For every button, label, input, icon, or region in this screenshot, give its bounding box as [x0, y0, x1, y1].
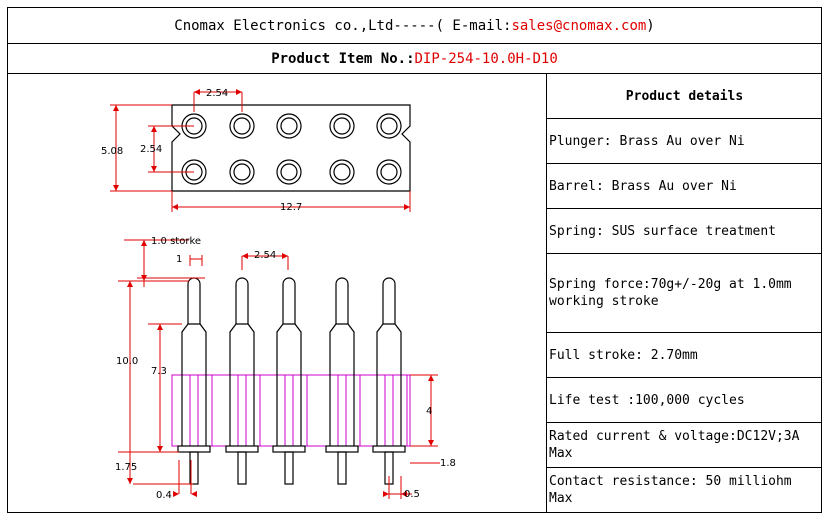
dim-pitch: 2.54 — [254, 250, 276, 261]
product-details-table: Product details Plunger: Brass Au over N… — [546, 74, 822, 512]
hole-outer — [229, 159, 255, 185]
side-view: 1.0 storke 1 2.54 10.0 7.3 4 1.75 0.4 1.… — [115, 236, 456, 501]
pogo-pin — [177, 277, 213, 485]
dim-pin-dia: 0.4 — [156, 490, 172, 501]
hole-outer — [376, 159, 402, 185]
detail-life-test: Life test :100,000 cycles — [547, 378, 822, 423]
hole-outer — [376, 113, 402, 139]
plunger — [335, 277, 349, 324]
dim-total-height: 10.0 — [116, 356, 138, 367]
detail-spring: Spring: SUS surface treatment — [547, 209, 822, 254]
header-close: ) — [646, 17, 655, 34]
item-row: Product Item No.: DIP-254-10.0H-D10 — [7, 44, 822, 74]
dim-height: 5.08 — [101, 146, 123, 157]
dim-body-height: 7.3 — [151, 366, 167, 377]
dim-width: 12.7 — [280, 202, 302, 213]
pogo-pin — [325, 277, 361, 485]
header-dashes: ----- — [393, 17, 436, 34]
barrel — [376, 323, 402, 446]
drawing-svg: 2.54 2.54 5.08 12.7 — [101, 88, 456, 501]
hole-inner — [233, 117, 251, 135]
hole-inner — [380, 163, 398, 181]
technical-drawing: 2.54 2.54 5.08 12.7 — [8, 74, 545, 512]
plunger — [282, 277, 296, 324]
details-title: Product details — [547, 74, 822, 119]
email-label: ( E-mail: — [435, 17, 512, 34]
dim-pitch-x: 2.54 — [206, 88, 228, 99]
hole-outer — [276, 113, 302, 139]
tail — [237, 451, 247, 485]
hole-inner — [380, 117, 398, 135]
hole-inner — [333, 117, 351, 135]
hole-outer — [329, 159, 355, 185]
dim-tip: 1 — [176, 254, 182, 265]
email-address[interactable]: sales@cnomax.com — [511, 17, 647, 34]
dim-tail-length: 1.75 — [115, 462, 137, 473]
dim-stroke: 1.0 storke — [151, 236, 201, 247]
company-name: Cnomax Electronics co.,Ltd — [174, 17, 394, 34]
tail — [284, 451, 294, 485]
item-code: DIP-254-10.0H-D10 — [414, 50, 558, 67]
hole-outer — [329, 113, 355, 139]
item-label: Product Item No.: — [271, 50, 415, 67]
detail-plunger: Plunger: Brass Au over Ni — [547, 119, 822, 164]
plunger — [382, 277, 396, 324]
barrel — [229, 323, 255, 446]
dim-flange: 1.8 — [440, 458, 456, 469]
hole-inner — [280, 117, 298, 135]
detail-spring-force: Spring force:70g+/-20g at 1.0mm working … — [547, 254, 822, 333]
hole-outer — [276, 159, 302, 185]
pin-array — [177, 277, 408, 485]
dim-pitch-y: 2.54 — [140, 144, 162, 155]
top-view: 2.54 2.54 5.08 12.7 — [101, 88, 411, 213]
pogo-pin — [225, 277, 261, 485]
pogo-pin — [272, 277, 308, 485]
barrel — [329, 323, 355, 446]
hole-inner — [280, 163, 298, 181]
header-row: Cnomax Electronics co.,Ltd-----( E-mail:… — [7, 7, 822, 44]
hole-inner — [333, 163, 351, 181]
dim-base-height: 4 — [426, 406, 432, 417]
dim-tail-width: 0.5 — [404, 489, 420, 500]
outer-frame — [7, 7, 822, 513]
tail — [337, 451, 347, 485]
detail-barrel: Barrel: Brass Au over Ni — [547, 164, 822, 209]
detail-contact-resistance: Contact resistance: 50 milliohm Max — [549, 474, 792, 506]
barrel — [276, 323, 302, 446]
detail-full-stroke: Full stroke: 2.70mm — [547, 333, 822, 378]
pogo-pin — [372, 277, 408, 485]
hole-inner — [233, 163, 251, 181]
plunger — [235, 277, 249, 324]
detail-rated: Rated current & voltage:DC12V;3A Max — [547, 423, 822, 468]
tail — [189, 451, 199, 485]
hole-outer — [229, 113, 255, 139]
barrel — [181, 323, 207, 446]
